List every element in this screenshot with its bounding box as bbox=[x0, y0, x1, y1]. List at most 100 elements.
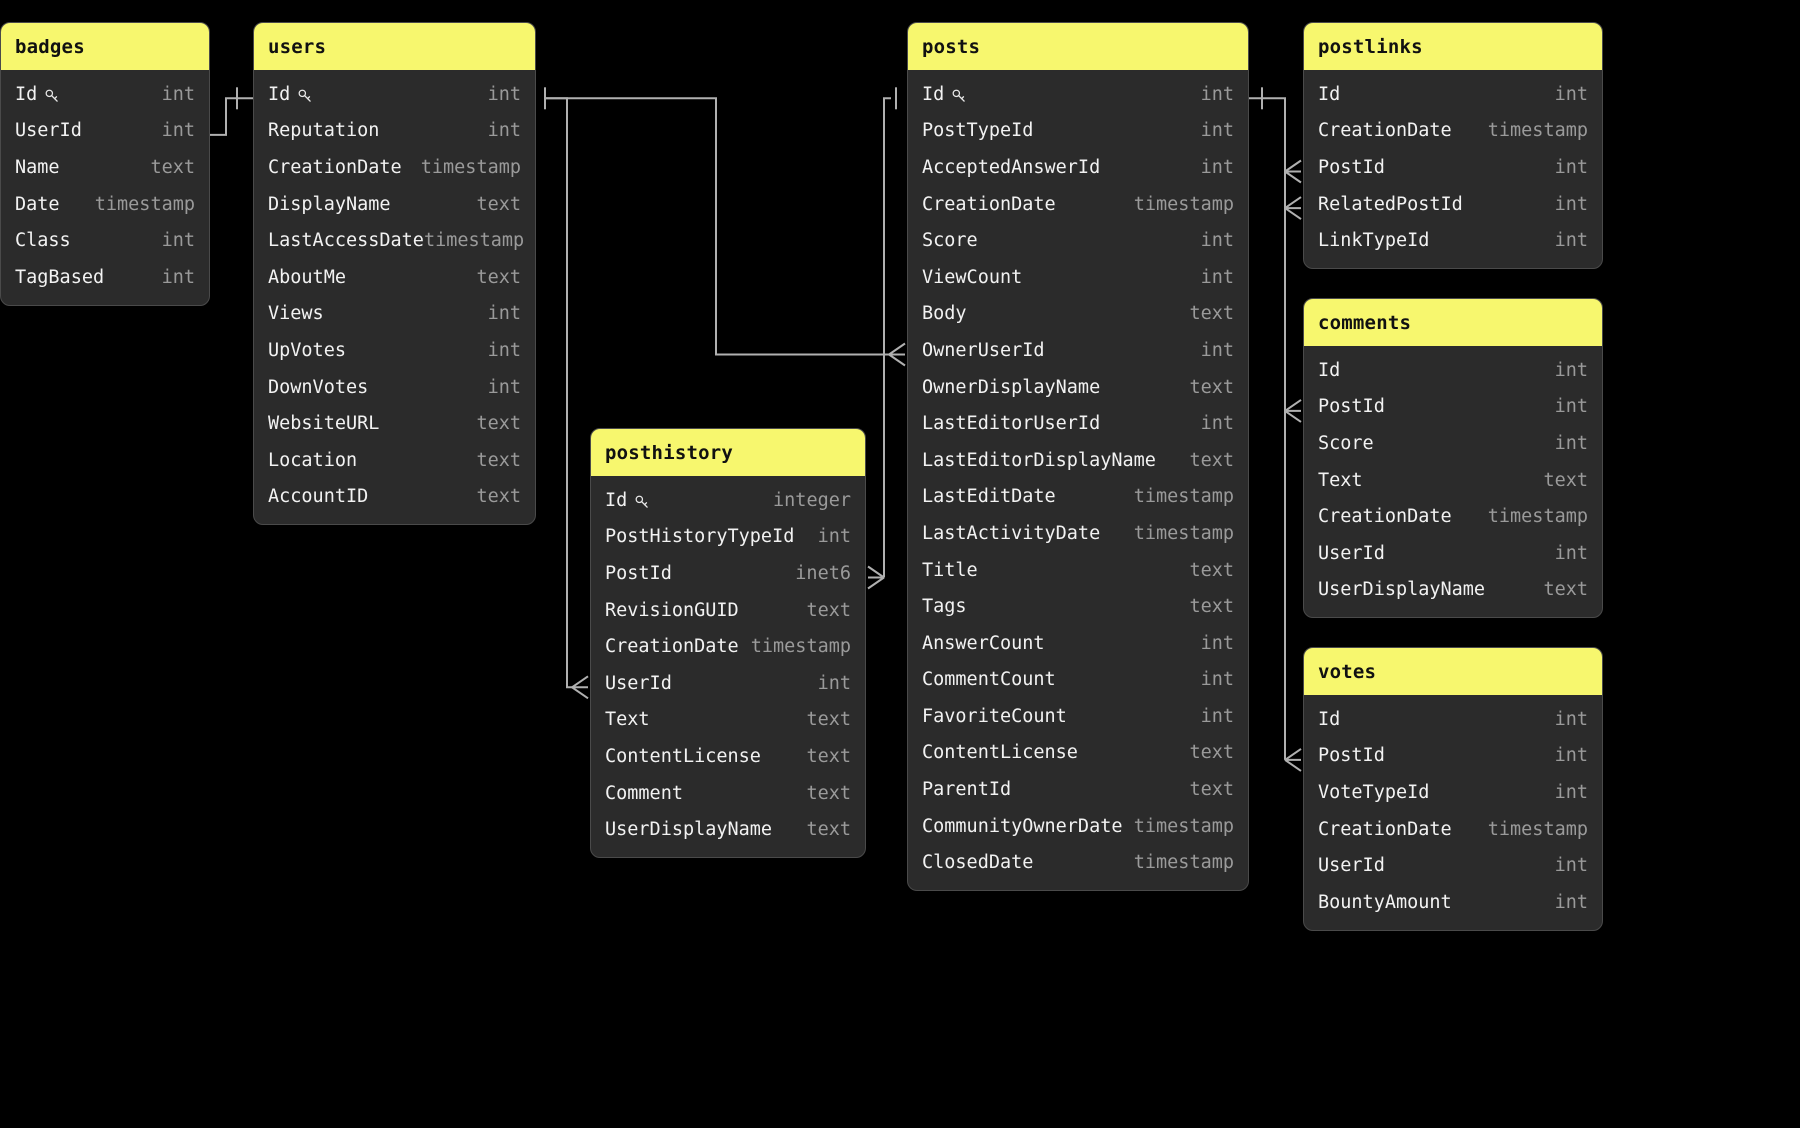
field-name: Text bbox=[605, 709, 650, 730]
field-name: Score bbox=[922, 230, 978, 251]
link-posts-posthistory bbox=[883, 97, 891, 578]
field-row[interactable]: UserId int bbox=[1304, 847, 1602, 884]
field-name: ClosedDate bbox=[922, 852, 1033, 873]
field-name: Name bbox=[15, 157, 60, 178]
field-name: Comment bbox=[605, 783, 683, 804]
field-label: Text bbox=[605, 709, 650, 731]
field-row[interactable]: ClosedDate timestamp bbox=[908, 844, 1248, 881]
field-name: Views bbox=[268, 303, 324, 324]
field-name: Location bbox=[268, 450, 357, 471]
table-title-postlinks: postlinks bbox=[1304, 23, 1602, 70]
field-label: CreationDate bbox=[605, 636, 739, 658]
field-type: text bbox=[476, 193, 521, 215]
field-type: int bbox=[1554, 781, 1588, 803]
field-type: int bbox=[161, 83, 195, 105]
field-type: int bbox=[161, 120, 195, 142]
field-label: UpVotes bbox=[268, 339, 346, 361]
field-type: timestamp bbox=[1133, 852, 1234, 874]
field-name: AnswerCount bbox=[922, 633, 1045, 654]
field-label: Id bbox=[605, 489, 628, 511]
field-name: UpVotes bbox=[268, 340, 346, 361]
field-name: Title bbox=[922, 560, 978, 581]
field-type: int bbox=[1554, 855, 1588, 877]
key-icon bbox=[297, 88, 312, 103]
field-label: UserId bbox=[1318, 855, 1385, 877]
field-label: RelatedPostId bbox=[1318, 193, 1463, 215]
